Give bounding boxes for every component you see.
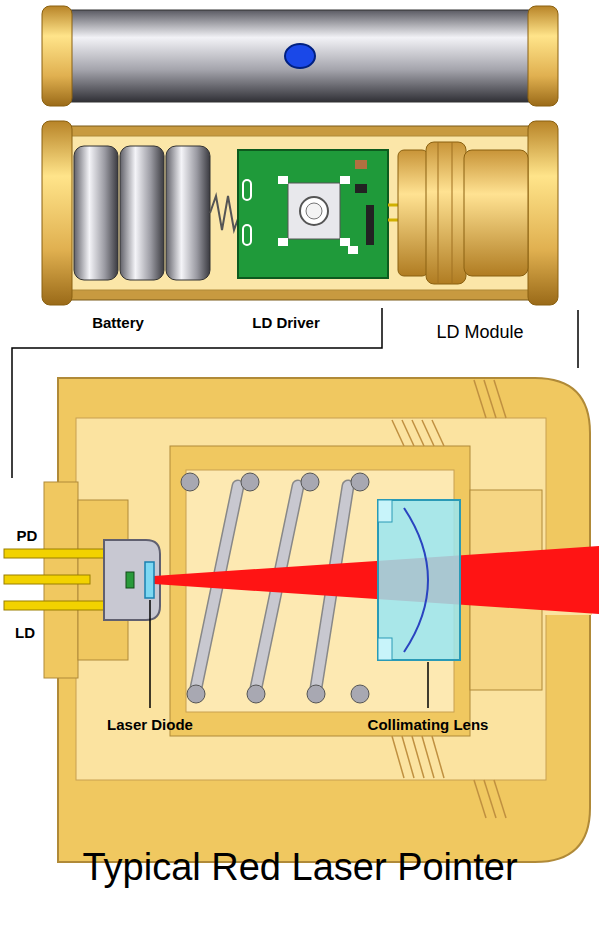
part-label: Collimating Lens <box>368 716 489 733</box>
part-label: LD <box>15 624 35 641</box>
part-label: LD Driver <box>252 314 320 331</box>
pointer-exterior <box>42 6 558 106</box>
laser-diode-chip <box>145 562 154 598</box>
diode-can <box>104 540 160 620</box>
part-label: Battery <box>92 314 144 331</box>
pins <box>4 549 112 610</box>
module-cross-section <box>4 378 599 862</box>
leader-lines <box>150 600 428 708</box>
part-label: PD <box>17 527 38 544</box>
battery-spring <box>210 196 240 230</box>
battery-cells <box>74 146 210 280</box>
driver-board <box>238 150 398 278</box>
ld-module <box>398 142 528 284</box>
diagram-title: Typical Red Laser Pointer <box>82 846 517 890</box>
part-label: Laser Diode <box>107 716 193 733</box>
collimating-lens <box>378 500 460 660</box>
part-label: LD Module <box>436 322 523 343</box>
laser-beam <box>154 546 599 614</box>
pointer-cutaway <box>42 121 558 305</box>
